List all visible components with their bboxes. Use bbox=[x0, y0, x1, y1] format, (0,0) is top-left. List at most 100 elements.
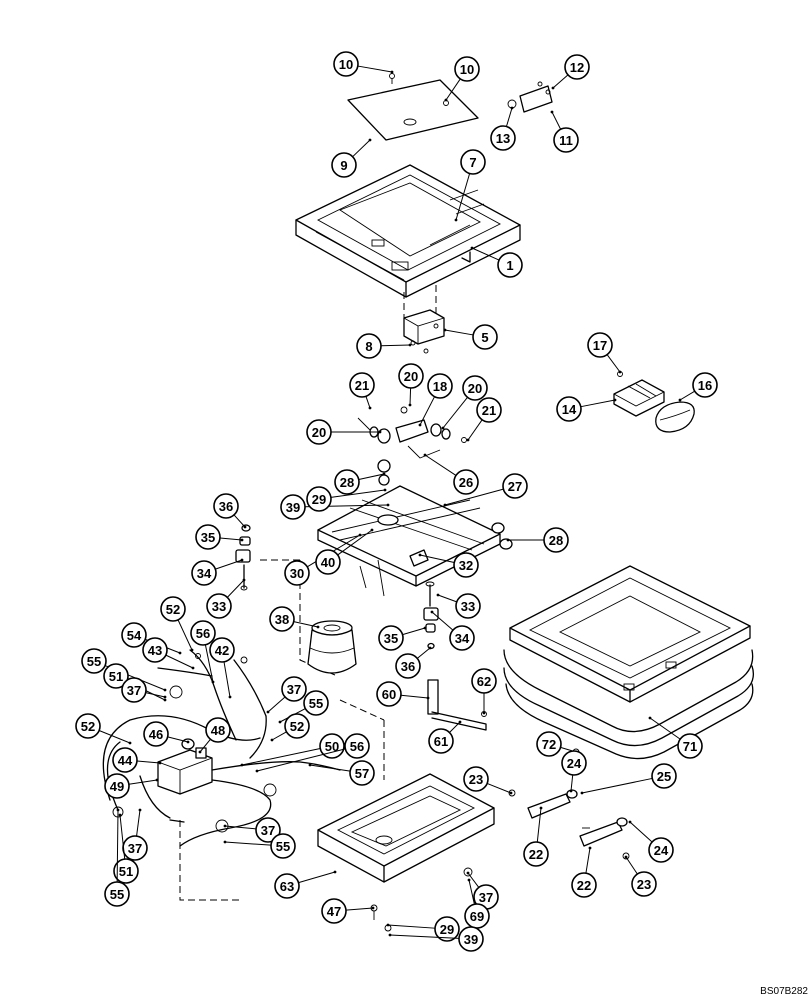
callout-number: 26 bbox=[459, 475, 473, 490]
callout-number: 56 bbox=[350, 739, 364, 754]
callout-20: 20 bbox=[441, 375, 488, 430]
callout-leader bbox=[267, 696, 286, 713]
callout-number: 29 bbox=[312, 492, 326, 507]
callout-circle bbox=[458, 926, 484, 952]
callout-number: 63 bbox=[280, 879, 294, 894]
callout-number: 29 bbox=[440, 922, 454, 937]
callout-circle bbox=[206, 593, 232, 619]
callout-leader-tip bbox=[240, 538, 244, 542]
callout-number: 52 bbox=[166, 602, 180, 617]
callout-number: 12 bbox=[570, 60, 584, 75]
callout-leader bbox=[226, 579, 245, 598]
callout-number: 46 bbox=[149, 727, 163, 742]
callout-number: 16 bbox=[698, 378, 712, 393]
callout-34: 34 bbox=[430, 610, 475, 651]
callout-leader bbox=[424, 454, 457, 476]
callout-leader bbox=[233, 514, 246, 528]
callout-leader-tip bbox=[618, 370, 622, 374]
callout-leader-tip bbox=[118, 813, 122, 817]
callout-22: 22 bbox=[571, 846, 597, 898]
callout-52: 52 bbox=[160, 596, 194, 652]
callout-52: 52 bbox=[270, 713, 310, 742]
callout-number: 55 bbox=[87, 654, 101, 669]
callout-24: 24 bbox=[561, 750, 587, 793]
callout-number: 7 bbox=[469, 155, 476, 170]
callout-leader-tip bbox=[371, 906, 375, 910]
callout-circle bbox=[587, 332, 613, 358]
callout-leader-tip bbox=[539, 806, 543, 810]
callout-leader bbox=[536, 807, 542, 843]
callout-leader-tip bbox=[423, 453, 427, 457]
callout-circle bbox=[113, 858, 139, 884]
callout-leader-tip bbox=[408, 343, 412, 347]
callout-37: 37 bbox=[122, 808, 148, 861]
callout-23: 23 bbox=[463, 766, 513, 795]
callout-circle bbox=[556, 396, 582, 422]
callout-1: 1 bbox=[470, 246, 523, 278]
callout-leader bbox=[570, 774, 574, 792]
callout-leader bbox=[551, 111, 562, 130]
callout-leader-tip bbox=[278, 720, 282, 724]
callout-circle bbox=[543, 527, 569, 553]
callout-number: 35 bbox=[201, 530, 215, 545]
callout-number: 23 bbox=[469, 772, 483, 787]
callout-29: 29 bbox=[386, 916, 460, 942]
callout-number: 57 bbox=[355, 766, 369, 781]
callout-leader bbox=[219, 537, 243, 541]
callout-leader bbox=[505, 107, 513, 127]
callout-circle bbox=[190, 620, 216, 646]
callout-leader-tip bbox=[470, 246, 474, 250]
callout-leader-tip bbox=[467, 878, 471, 882]
callout-leader-tip bbox=[482, 711, 486, 715]
callout-5: 5 bbox=[443, 324, 498, 350]
callout-circle bbox=[497, 252, 523, 278]
callout-circle bbox=[472, 324, 498, 350]
callout-leader bbox=[444, 329, 474, 336]
callout-29: 29 bbox=[306, 486, 387, 512]
callout-leader-tip bbox=[509, 791, 513, 795]
part-small-bracket bbox=[507, 81, 553, 113]
callout-circle bbox=[331, 152, 357, 178]
callout-circle bbox=[209, 637, 235, 663]
callout-leader bbox=[128, 779, 158, 785]
callout-circle bbox=[561, 750, 587, 776]
callout-leader bbox=[167, 736, 189, 743]
callout-leader bbox=[177, 619, 193, 651]
callout-circle bbox=[112, 747, 138, 773]
callout-circle bbox=[205, 717, 231, 743]
part-slide-rails bbox=[508, 789, 630, 860]
callout-leader-tip bbox=[370, 528, 374, 532]
callout-number: 10 bbox=[460, 62, 474, 77]
part-mounting-block bbox=[403, 309, 445, 354]
callout-leader bbox=[431, 611, 454, 631]
callout-leader-tip bbox=[240, 558, 244, 562]
callout-leader bbox=[679, 390, 695, 401]
callout-circle bbox=[677, 733, 703, 759]
callout-39: 39 bbox=[280, 494, 390, 520]
callout-leader bbox=[471, 247, 500, 261]
callout-leader-tip bbox=[428, 646, 432, 650]
callout-circle bbox=[692, 372, 718, 398]
callout-69: 69 bbox=[464, 878, 490, 929]
callout-28: 28 bbox=[506, 527, 569, 553]
callout-number: 56 bbox=[196, 626, 210, 641]
callout-leader bbox=[486, 782, 512, 794]
callout-circle bbox=[321, 898, 347, 924]
part-lower-base bbox=[317, 699, 495, 932]
callout-circle bbox=[490, 125, 516, 151]
callout-leader-tip bbox=[368, 138, 372, 142]
callout-circle bbox=[306, 486, 332, 512]
callout-37: 37 bbox=[121, 677, 167, 703]
callout-circle bbox=[255, 817, 281, 843]
callout-circle bbox=[103, 663, 129, 689]
callout-leader-tip bbox=[426, 696, 430, 700]
callout-47: 47 bbox=[321, 898, 375, 924]
callout-circle bbox=[536, 731, 562, 757]
callout-number: 5 bbox=[481, 330, 488, 345]
callout-leader-tip bbox=[443, 328, 447, 332]
part-compressor-harness bbox=[102, 649, 341, 901]
callout-circle bbox=[274, 873, 300, 899]
callout-leader-tip bbox=[138, 808, 142, 812]
callout-leader-tip bbox=[163, 698, 167, 702]
callout-number: 20 bbox=[468, 381, 482, 396]
